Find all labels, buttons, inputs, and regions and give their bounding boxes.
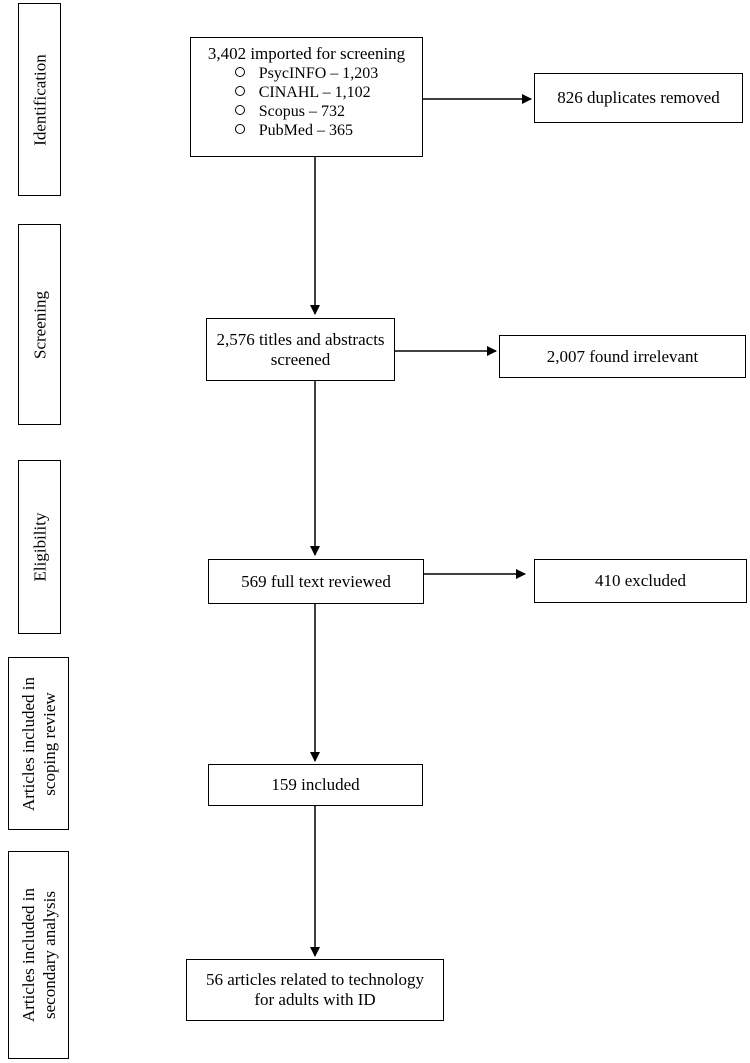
technology-line-2: for adults with ID: [254, 990, 376, 1009]
stage-included-secondary-line-1: Articles included in: [18, 887, 38, 1023]
included-text: 159 included: [271, 775, 360, 794]
circle-bullet-icon: [234, 86, 245, 96]
stage-included-scoping: Articles included in scoping review: [8, 657, 69, 830]
box-imported-for-screening: 3,402 imported for screening PsycINFO – …: [190, 37, 423, 157]
box-duplicates-removed: 826 duplicates removed: [534, 73, 743, 123]
database-label: PsycINFO – 1,203: [258, 65, 379, 82]
stage-screening-label: Screening: [29, 291, 50, 359]
database-item: Scopus – 732: [234, 102, 379, 121]
stage-included-secondary-label: Articles included in secondary analysis: [18, 888, 60, 1022]
irrelevant-text: 2,007 found irrelevant: [546, 346, 699, 366]
stage-included-scoping-label: Articles included in scoping review: [18, 676, 60, 810]
database-label: Scopus – 732: [258, 103, 345, 120]
duplicates-text: 826 duplicates removed: [557, 88, 720, 107]
stage-eligibility-line-1: Eligibility: [30, 512, 49, 582]
screened-line-1: 2,576 titles and abstracts: [216, 329, 385, 349]
database-item: PsycINFO – 1,203: [234, 64, 379, 83]
circle-bullet-icon: [234, 105, 245, 115]
imported-title: 3,402 imported for screening: [207, 44, 406, 63]
technology-line-1: 56 articles related to technology: [205, 970, 425, 989]
stage-included-scoping-line-2: scoping review: [39, 691, 59, 796]
stage-screening-line-1: Screening: [30, 290, 49, 359]
excluded-text: 410 excluded: [594, 571, 687, 590]
box-included: 159 included: [208, 764, 423, 806]
box-technology-articles: 56 articles related to technology for ad…: [186, 959, 444, 1021]
stage-identification: Identification: [18, 3, 61, 196]
box-titles-abstracts-screened: 2,576 titles and abstracts screened: [206, 318, 395, 381]
full-text-text: 569 full text reviewed: [241, 571, 391, 591]
stage-eligibility: Eligibility: [18, 460, 61, 634]
stage-identification-label: Identification: [29, 54, 50, 146]
box-full-text-reviewed: 569 full text reviewed: [208, 559, 424, 604]
circle-bullet-icon: [234, 124, 245, 134]
database-item: PubMed – 365: [234, 121, 379, 140]
database-list: PsycINFO – 1,203 CINAHL – 1,102 Scopus –…: [234, 64, 379, 140]
stage-included-secondary-line-2: secondary analysis: [39, 891, 59, 1019]
screened-line-2: screened: [270, 349, 331, 369]
stage-eligibility-label: Eligibility: [29, 513, 50, 582]
database-label: PubMed – 365: [258, 122, 353, 139]
box-excluded: 410 excluded: [534, 559, 747, 603]
box-found-irrelevant: 2,007 found irrelevant: [499, 335, 746, 378]
database-item: CINAHL – 1,102: [234, 83, 379, 102]
database-label: CINAHL – 1,102: [258, 84, 371, 101]
stage-screening: Screening: [18, 224, 61, 425]
stage-included-secondary: Articles included in secondary analysis: [8, 851, 69, 1059]
stage-identification-line-1: Identification: [30, 53, 49, 146]
stage-included-scoping-line-1: Articles included in: [18, 676, 38, 811]
circle-bullet-icon: [234, 67, 245, 77]
